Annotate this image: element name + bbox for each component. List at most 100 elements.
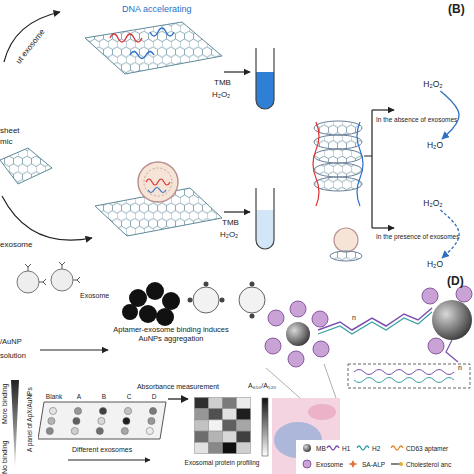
hairpin-strand xyxy=(354,378,454,383)
well-plate: Blank A B C D xyxy=(38,392,168,440)
node-text: D xyxy=(152,392,157,401)
condition-label: In the presence of exosomes xyxy=(376,233,459,240)
legend-text: H2 xyxy=(372,445,380,452)
node-text: C xyxy=(127,392,132,401)
heatmap-cell xyxy=(195,431,209,442)
exosome-symbol xyxy=(303,460,311,468)
rolled-nanosheet xyxy=(330,251,362,261)
hcr-chain xyxy=(318,308,432,330)
axis-label: A₆₅₀/A₅₂₀ xyxy=(248,382,276,390)
aunp xyxy=(122,304,138,320)
heatmap-cell xyxy=(209,409,223,420)
heatmap-cell xyxy=(209,442,223,453)
heatmap-cell xyxy=(209,420,223,431)
legend-sample xyxy=(346,459,360,469)
flow-arrow xyxy=(168,398,188,399)
reaction-arrow xyxy=(224,71,250,72)
legend-text: Cholesterol anc xyxy=(406,461,451,468)
heatmap-cell xyxy=(223,398,237,409)
plate-well xyxy=(148,417,155,424)
profile-heatmap: Exosomal protein profiling xyxy=(188,392,256,474)
dna-strand xyxy=(148,188,166,193)
flow-arrow xyxy=(440,91,459,139)
legend-text: Exosome xyxy=(316,461,343,468)
strand-symbol xyxy=(357,446,369,450)
heatmap-cell xyxy=(209,431,223,442)
nanosheet xyxy=(0,148,52,184)
edge-label: Absorbance measurement xyxy=(137,382,219,391)
legend-entry: H2 xyxy=(356,443,380,453)
heatmap-cell xyxy=(223,442,237,453)
heatmap-cell xyxy=(209,398,223,409)
node-text: Blank xyxy=(46,392,62,401)
axis-label: No binding xyxy=(1,441,9,474)
reactant-node: H₂O₂ xyxy=(418,78,448,91)
heatmap-cell xyxy=(223,420,237,431)
plate-well xyxy=(74,407,81,414)
rolled-nanosheet xyxy=(314,163,362,177)
bead-symbol xyxy=(303,444,311,452)
heatmap-cell xyxy=(195,420,209,431)
enzyme-symbol xyxy=(348,460,358,468)
branch-arrow xyxy=(372,109,394,110)
anchor-symbol xyxy=(391,463,400,464)
axis-label: A panel of ApX/AuNPs xyxy=(26,387,33,452)
component-label: Exosome xyxy=(80,292,109,300)
test-tube xyxy=(256,188,274,249)
legend-sample xyxy=(300,459,314,469)
exosome-vesicle xyxy=(428,338,444,354)
nanosheet xyxy=(85,22,222,74)
condition-label: In the absence of exosomes xyxy=(376,116,457,123)
exosome-vesicle xyxy=(422,288,438,304)
branch-arrow xyxy=(372,227,394,228)
aunp xyxy=(162,292,180,310)
exosome-vesicle xyxy=(138,162,178,202)
aunp-dots xyxy=(188,282,255,319)
exosome-vesicle xyxy=(456,286,472,302)
exosome-vesicle xyxy=(265,338,281,354)
legend-sample xyxy=(300,443,314,453)
legend-entry: Cholesterol anc xyxy=(390,459,451,469)
heatmap-cell xyxy=(223,409,237,420)
reaction-arrow xyxy=(224,211,250,212)
legend-entry: CD63 aptamer xyxy=(390,443,448,453)
exosome-vesicle xyxy=(17,271,39,293)
legend-sample xyxy=(326,443,340,453)
plate-well xyxy=(96,427,103,434)
node-text: A xyxy=(77,392,81,401)
exosome-vesicle xyxy=(193,287,219,313)
reagent-label: /AuNP xyxy=(0,338,22,347)
plate-well xyxy=(124,407,131,414)
dna-strand xyxy=(110,34,142,42)
axis-label: More binding xyxy=(1,384,9,424)
rolled-nanosheet xyxy=(314,177,362,191)
strand-symbol xyxy=(391,446,403,450)
rolled-nanosheet xyxy=(314,121,362,135)
exosome-core xyxy=(144,168,172,196)
tube-liquid xyxy=(256,72,274,109)
heatmap-cell xyxy=(195,409,209,420)
rolled-nanosheet xyxy=(314,149,362,163)
heatmap-cell xyxy=(195,442,209,453)
aunp xyxy=(146,282,164,300)
heatmap-cell xyxy=(237,398,251,409)
legend-text: H1 xyxy=(342,445,350,452)
reagent-label: H₂O₂ xyxy=(220,230,238,239)
heatmap-cell xyxy=(195,398,209,409)
reaction-arrow xyxy=(2,196,92,240)
node-text: H₂O xyxy=(422,139,448,152)
rolled-nanosheet xyxy=(314,135,362,149)
branch-line xyxy=(364,110,372,228)
exosome-vesicle xyxy=(239,287,265,313)
legend-sample xyxy=(390,443,404,453)
process-arrow xyxy=(40,349,108,350)
process-label: Aptamer-exosome binding induces AuNPs ag… xyxy=(112,326,230,343)
exosome-vesicle xyxy=(268,310,284,326)
repeat-mark: n xyxy=(458,364,462,372)
node-text: H₂O₂ xyxy=(418,197,448,210)
legend-text: SA-ALP xyxy=(362,461,385,468)
node-text: B xyxy=(102,392,106,401)
exosome-vesicle xyxy=(51,269,73,291)
